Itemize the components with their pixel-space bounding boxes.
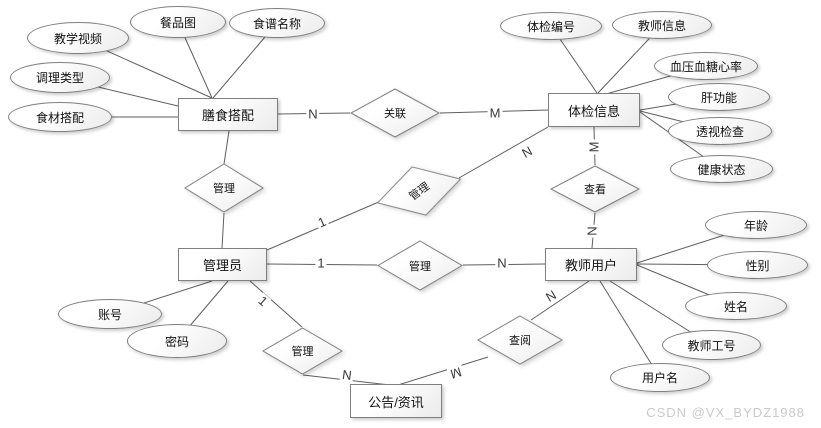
entity-news: 公告/资讯 <box>350 384 442 418</box>
edge-consult-news <box>397 356 489 386</box>
diamond-shape <box>184 163 264 213</box>
attr-name: 姓名 <box>685 292 787 320</box>
diamond-shape <box>376 166 462 216</box>
relation-manage-teacher: 管理 <box>377 240 463 291</box>
attr-label: 账号 <box>97 307 122 322</box>
attr-label: 透视检查 <box>695 124 744 139</box>
cardinality-diet-associate: N <box>306 106 320 122</box>
watermark: CSDN @VX_BYDZ1988 <box>646 405 805 420</box>
diamond-shape <box>550 165 640 213</box>
diamond-shape <box>262 327 343 375</box>
diamond-shape <box>477 315 563 365</box>
cardinality-associate-checkup: M <box>487 105 503 121</box>
entity-label: 膳食搭配 <box>201 108 254 123</box>
edge-admin-manage-news <box>249 280 303 328</box>
edge-manage-diet-admin <box>221 212 225 249</box>
diamond-shape <box>377 240 463 291</box>
attr-teaching-video: 教学视频 <box>27 22 129 54</box>
attr-label: 血压血糖心率 <box>669 59 742 74</box>
relation-manage-diet: 管理 <box>184 163 264 213</box>
relation-label: 关联 <box>384 108 406 120</box>
cardinality-checkup-view: M <box>586 139 602 155</box>
attr-label: 性别 <box>745 258 770 273</box>
attr-recipe-name: 食谱名称 <box>229 8 325 38</box>
relation-associate: 关联 <box>350 88 440 138</box>
attr-teacher-info: 教师信息 <box>612 11 712 39</box>
attr-label: 调理类型 <box>35 71 84 85</box>
entity-admin: 管理员 <box>178 248 267 281</box>
entity-label: 公告/资讯 <box>368 394 424 410</box>
attr-label: 年龄 <box>743 218 768 233</box>
edge-manage-checkup-checkup <box>458 126 549 179</box>
attr-health-status: 健康状态 <box>670 155 773 183</box>
attr-label: 体检编号 <box>526 19 575 34</box>
relation-label: 管理 <box>213 183 235 195</box>
attr-gender: 性别 <box>707 251 808 279</box>
diamond-shape <box>350 88 440 138</box>
entity-label: 体检信息 <box>567 103 620 119</box>
attr-label: 用户名 <box>641 371 678 385</box>
attr-xray-exam: 透视检查 <box>668 117 772 145</box>
relation-label: 查看 <box>584 184 606 196</box>
relation-consult: 查阅 <box>477 315 563 365</box>
attr-teacher-id: 教师工号 <box>662 330 761 360</box>
edge-username-teacher <box>599 280 661 379</box>
relation-label: 管理 <box>291 346 314 358</box>
attr-checkup-id: 体检编号 <box>500 12 602 40</box>
cardinality-manage-teacher-teacher: N <box>495 255 509 271</box>
attr-age: 年龄 <box>705 211 807 239</box>
attr-conditioning-type: 调理类型 <box>10 62 110 93</box>
attr-label: 食谱名称 <box>252 16 301 31</box>
edge-teacher-consult <box>530 280 590 321</box>
attr-label: 教师工号 <box>687 338 736 353</box>
attr-meal-image: 餐品图 <box>130 6 226 38</box>
attr-username: 用户名 <box>610 363 710 392</box>
entity-teacher-user: 教师用户 <box>545 248 637 281</box>
entity-diet-plan: 膳食搭配 <box>178 98 278 131</box>
attr-label: 教师信息 <box>637 18 686 33</box>
relation-manage-news: 管理 <box>262 327 343 375</box>
attr-account: 账号 <box>58 299 162 329</box>
attr-label: 密码 <box>164 334 189 349</box>
attr-label: 餐品图 <box>159 15 196 30</box>
entity-label: 管理员 <box>202 258 242 273</box>
relation-view: 查看 <box>550 165 640 213</box>
entity-checkup-info: 体检信息 <box>548 93 640 127</box>
attr-bp-glucose-heartrate: 血压血糖心率 <box>654 52 758 80</box>
attr-ingredient-matching: 食材搭配 <box>8 102 112 132</box>
relation-manage-checkup: 管理 <box>370 154 469 228</box>
attr-label: 健康状态 <box>697 162 746 177</box>
relation-label: 管理 <box>409 260 431 273</box>
entity-label: 教师用户 <box>564 258 617 273</box>
cardinality-view-teacher: N <box>584 224 600 238</box>
attr-liver-function: 肝功能 <box>668 83 770 111</box>
edge-diet-manage-diet <box>223 130 230 165</box>
attr-label: 教学视频 <box>53 31 102 46</box>
relation-label: 查阅 <box>509 335 531 347</box>
attr-label: 姓名 <box>723 299 748 314</box>
cardinality-manage-news-news: N <box>339 366 355 384</box>
attr-label: 肝功能 <box>700 90 737 105</box>
attr-label: 食材搭配 <box>35 110 84 125</box>
attr-password: 密码 <box>127 324 227 358</box>
cardinality-admin-manage-teacher: 1 <box>315 255 327 271</box>
